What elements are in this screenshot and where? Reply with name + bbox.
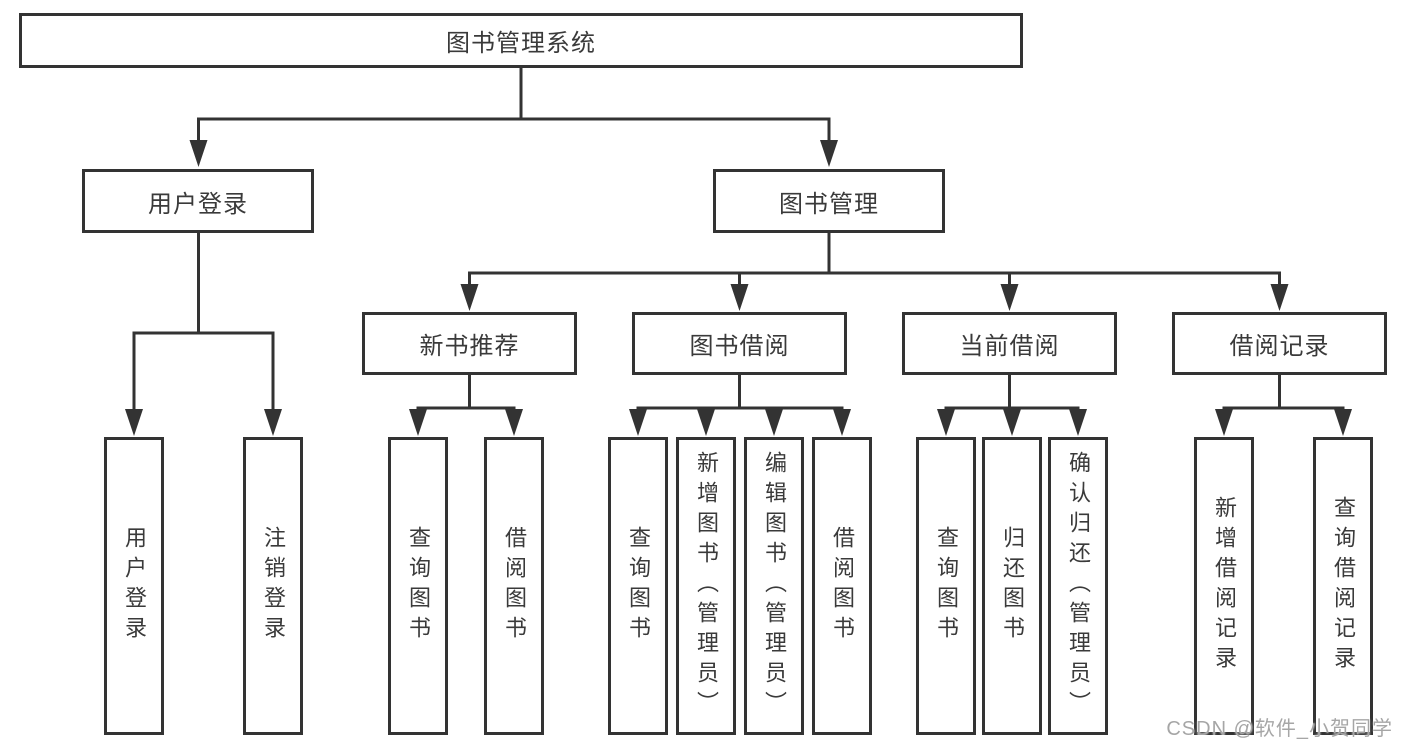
arrowhead (125, 409, 143, 436)
node-new-book-recommend: 新书推荐 (362, 312, 577, 375)
leaf-query-book-recommend: 查询图书 (388, 437, 448, 735)
leaf-logout: 注销登录 (243, 437, 303, 735)
leaf-label: 确认归还（管理员） (1066, 451, 1091, 721)
leaf-label: 查询图书 (934, 526, 959, 646)
node-user-login: 用户登录 (82, 169, 314, 233)
arrowhead (730, 284, 749, 311)
connector-current-group (944, 373, 1080, 412)
connector-recommend-group (416, 373, 516, 412)
leaf-label: 注销登录 (261, 526, 286, 646)
leaf-edit-book-admin: 编辑图书（管理员） (744, 437, 804, 735)
node-library-management-system: 图书管理系统 (19, 13, 1023, 68)
leaf-query-book-borrow: 查询图书 (608, 437, 668, 735)
leaf-add-borrow-record: 新增借阅记录 (1194, 437, 1254, 735)
leaf-confirm-return-admin: 确认归还（管理员） (1048, 437, 1108, 735)
arrowhead (1270, 284, 1289, 311)
node-book-management: 图书管理 (713, 169, 945, 233)
arrowhead (1334, 409, 1352, 436)
connector-root-drop (197, 66, 831, 145)
arrowhead (460, 284, 479, 311)
watermark: CSDN @软件_小贺同学 (1166, 718, 1393, 740)
arrowhead (1215, 409, 1233, 436)
node-borrow-records: 借阅记录 (1172, 312, 1387, 375)
leaf-add-book-admin: 新增图书（管理员） (676, 437, 736, 735)
arrowhead (264, 409, 282, 436)
leaf-label: 查询图书 (406, 526, 431, 646)
leaf-label: 新增图书（管理员） (694, 451, 719, 721)
arrowhead (1003, 409, 1021, 436)
arrowhead (505, 409, 523, 436)
leaf-label: 查询图书 (626, 526, 651, 646)
leaf-label: 查询借阅记录 (1331, 496, 1356, 676)
leaf-label: 新增借阅记录 (1212, 496, 1237, 676)
leaf-borrow-book: 借阅图书 (812, 437, 872, 735)
arrowhead (1000, 284, 1019, 311)
arrowhead (629, 409, 647, 436)
leaf-borrow-book-recommend: 借阅图书 (484, 437, 544, 735)
leaf-label: 归还图书 (1000, 526, 1025, 646)
node-current-borrow: 当前借阅 (902, 312, 1117, 375)
node-book-borrow: 图书借阅 (632, 312, 847, 375)
arrowhead (697, 409, 715, 436)
leaf-query-book-current: 查询图书 (916, 437, 976, 735)
arrowhead (1069, 409, 1087, 436)
leaf-return-book: 归还图书 (982, 437, 1042, 735)
arrowhead (833, 409, 851, 436)
leaf-label: 借阅图书 (830, 526, 855, 646)
arrowhead (765, 409, 783, 436)
leaf-user-login: 用户登录 (104, 437, 164, 735)
arrowhead (937, 409, 955, 436)
leaf-label: 借阅图书 (502, 526, 527, 646)
leaf-label: 用户登录 (122, 526, 147, 646)
connector-borrow-group (636, 373, 844, 412)
connector-login-group (132, 231, 275, 412)
arrowhead (189, 140, 208, 167)
leaf-label: 编辑图书（管理员） (762, 451, 787, 721)
arrowhead (409, 409, 427, 436)
connector-management-group (468, 231, 1281, 288)
arrowhead (820, 140, 838, 167)
leaf-query-borrow-record: 查询借阅记录 (1313, 437, 1373, 735)
connector-records-group (1222, 373, 1345, 412)
